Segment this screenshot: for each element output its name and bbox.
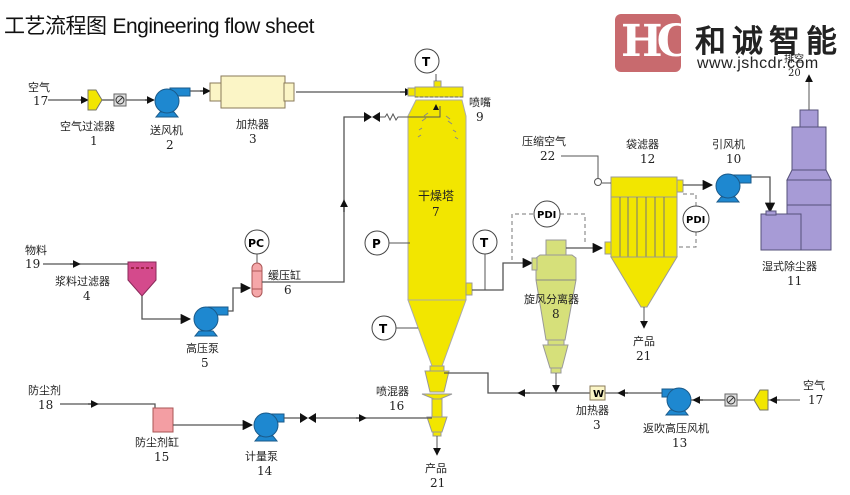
stream-air-label: 空气 <box>28 80 50 94</box>
stream-material-label: 物料 <box>25 243 47 257</box>
metering-pump-icon <box>253 412 285 442</box>
pipe-filter-pump <box>141 296 192 325</box>
valve-icon-2 <box>300 413 316 423</box>
stream-antidust-id: 18 <box>38 398 53 412</box>
dust-tank-label: 防尘剂缸 <box>135 435 179 449</box>
logo-mark: HC <box>621 16 692 67</box>
mixer-icon <box>421 365 453 437</box>
nozzle-id: 9 <box>476 110 484 124</box>
pipe-dryer-cyclone <box>472 257 534 291</box>
pressure-controller-label: PC <box>248 237 264 250</box>
buffer-tank-icon <box>251 262 263 298</box>
back-blower-label: 返吹高压风机 <box>643 421 709 435</box>
heater-w-icon <box>589 385 606 401</box>
cyclone-id: 8 <box>552 307 560 321</box>
heater2-id: 3 <box>593 418 601 432</box>
valve-icon <box>364 112 380 122</box>
air-filter-icon-2 <box>753 389 769 411</box>
dryer-id: 7 <box>432 205 440 219</box>
exhaust-id: 20 <box>788 68 801 79</box>
pdi-cyclone <box>533 200 561 228</box>
induced-fan-icon <box>715 173 752 203</box>
back-blower-id: 13 <box>672 436 687 450</box>
title-cn: 工艺流程图 <box>4 14 107 38</box>
bag-filter <box>604 176 684 308</box>
dust-tank-icon <box>152 407 174 433</box>
pipe-pump-buffer <box>228 282 252 312</box>
induced-fan-label: 引风机 <box>712 137 745 151</box>
pdi-cyclone-label: PDI <box>537 210 556 221</box>
slurry-filter-id: 4 <box>83 289 91 303</box>
wet-scrubber <box>760 109 832 251</box>
pipe-buffer-nozzle <box>262 116 365 283</box>
air-filter-icon <box>87 89 103 111</box>
slurry-filter-label: 浆料过滤器 <box>55 274 110 288</box>
heater-icon <box>209 75 295 109</box>
temp-indicator-side-label: T <box>480 236 489 250</box>
dryer-label: 干燥塔 <box>418 189 454 203</box>
stream-air2-id: 17 <box>808 393 823 407</box>
air-filter-id: 1 <box>90 134 98 148</box>
nozzle-label: 喷嘴 <box>469 96 491 109</box>
company-url: www.jshcdr.com <box>697 55 819 72</box>
company-logo: HC <box>615 14 692 72</box>
heater-id: 3 <box>249 132 257 146</box>
dryer-tower <box>407 80 473 367</box>
mixer-label: 喷混器 <box>376 385 409 398</box>
cyclone-separator <box>531 239 577 374</box>
mixer-id: 16 <box>389 399 404 413</box>
heater-w-label: W <box>593 389 604 400</box>
blower-icon <box>154 87 191 118</box>
bag-filter-label: 袋滤器 <box>626 137 659 151</box>
blower-id: 2 <box>166 138 174 152</box>
temp-indicator-top-label: T <box>422 55 431 69</box>
product-bag-label: 产品 <box>633 334 655 348</box>
product-bottom-label: 产品 <box>425 461 447 475</box>
stream-air-id: 17 <box>33 94 48 108</box>
exhaust-label: 排空 <box>784 52 804 65</box>
dust-tank-id: 15 <box>154 450 169 464</box>
damper-symbol <box>115 95 125 105</box>
cyclone-label: 旋风分离器 <box>524 292 579 306</box>
stream-air2-label: 空气 <box>803 378 825 392</box>
spray-pattern <box>417 112 459 140</box>
company-name: 和诚智能 <box>695 24 843 60</box>
hp-pump-label: 高压泵 <box>186 341 219 355</box>
stream-antidust-label: 防尘剂 <box>28 383 61 397</box>
temp-indicator-top <box>414 48 440 74</box>
slurry-filter-icon <box>127 261 157 297</box>
pipe-return <box>444 372 668 394</box>
pdi-bag <box>682 205 710 233</box>
compressed-air-label: 压缩空气 <box>522 134 566 148</box>
induced-fan-id: 10 <box>726 152 741 166</box>
bag-filter-id: 12 <box>640 152 655 166</box>
flex-hose <box>380 106 441 122</box>
metering-pump-label: 计量泵 <box>245 450 278 463</box>
high-pressure-pump-icon <box>193 306 229 337</box>
product-bottom-id: 21 <box>430 476 445 490</box>
pdi-bag-label: PDI <box>686 215 705 226</box>
nozzle-icon <box>433 104 439 110</box>
pipe-fan-scrubber <box>751 176 776 214</box>
scrubber-label: 湿式除尘器 <box>762 259 817 273</box>
air-filter-label: 空气过滤器 <box>60 119 115 133</box>
hp-pump-id: 5 <box>201 356 209 370</box>
back-blower-icon <box>661 387 692 416</box>
stream-material-id: 19 <box>25 257 40 271</box>
buffer-tank-id: 6 <box>284 283 292 297</box>
scrubber-id: 11 <box>787 274 802 288</box>
title-en: Engineering flow sheet <box>112 15 315 38</box>
metering-pump-id: 14 <box>257 464 273 478</box>
pressure-indicator-label: P <box>372 237 381 251</box>
compressed-air-id: 22 <box>540 149 555 163</box>
blower-label: 送风机 <box>150 123 183 137</box>
buffer-tank-label: 缓压缸 <box>268 268 301 282</box>
heater-label: 加热器 <box>236 118 269 131</box>
product-bag-id: 21 <box>636 349 651 363</box>
temp-indicator-cone-label: T <box>379 322 388 336</box>
heater2-label: 加热器 <box>576 404 609 417</box>
